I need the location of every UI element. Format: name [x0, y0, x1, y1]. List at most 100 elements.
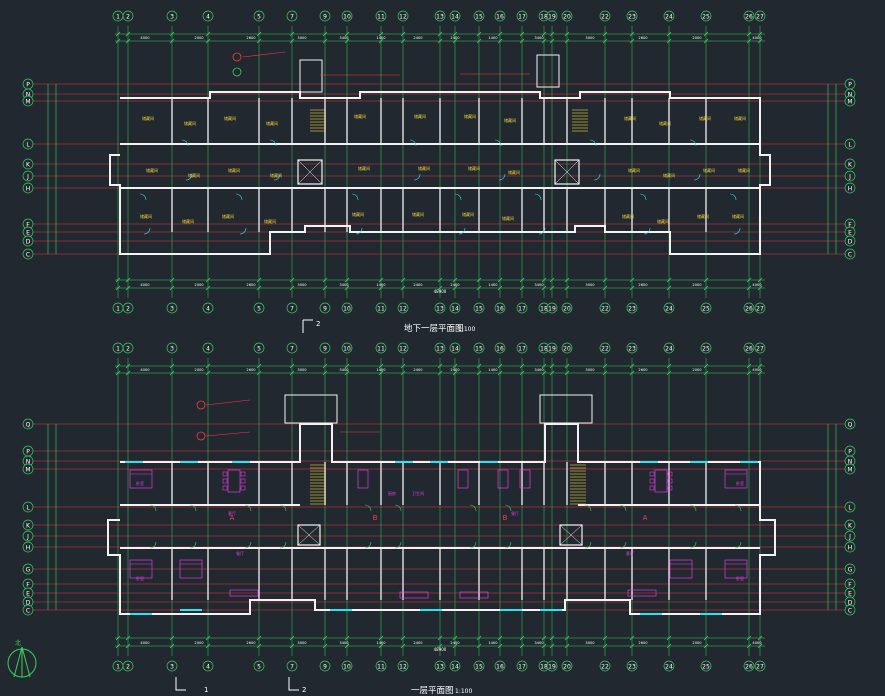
axis-bubble-label: 3: [170, 663, 174, 670]
overall-dimension-text: 48900: [434, 647, 447, 652]
dimension-text: 4000: [752, 368, 762, 372]
axis-bubble-label: 3: [170, 345, 174, 352]
axis-bubble-label: 13: [436, 663, 444, 670]
axis-bubble-label: 22: [601, 13, 609, 20]
door-swing: [149, 541, 157, 549]
dimension-tick: [322, 363, 328, 369]
axis-bubble-label: 24: [665, 13, 673, 20]
axis-bubble-label: 16: [496, 305, 504, 312]
dimension-tick: [476, 285, 482, 291]
axis-bubble-row-label: J: [848, 173, 851, 180]
dimension-text: 3000: [585, 283, 595, 287]
dimension-tick: [757, 38, 763, 44]
dimension-tick: [452, 363, 458, 369]
axis-bubble-label: 14: [451, 305, 459, 312]
axis-bubble: [561, 10, 573, 22]
dimension-tick: [541, 363, 547, 369]
dimension-tick: [344, 643, 350, 649]
plan-title-ground: 一层平面图: [411, 686, 454, 696]
door-swing: [504, 541, 512, 549]
room-label-basement: 储藏间: [354, 113, 366, 119]
axis-bubble-label: 10: [343, 305, 351, 312]
axis-bubble-row-label: M: [25, 466, 30, 473]
axis-bubble: [253, 302, 265, 314]
axis-bubble: [516, 302, 528, 314]
dimension-tick: [322, 370, 328, 376]
dimension-tick: [549, 363, 555, 369]
dimension-tick: [344, 277, 350, 283]
door-swing: [643, 227, 651, 235]
dimension-tick: [437, 363, 443, 369]
axis-bubble: [253, 660, 265, 672]
axis-bubble-row-label: H: [848, 185, 853, 192]
door-swing: [189, 504, 197, 512]
axis-bubble-layer: 1122334455779910101111121213131414151516…: [22, 10, 856, 672]
axis-bubble: [341, 302, 353, 314]
dining-table: [654, 469, 668, 493]
dimension-text: 3400: [339, 368, 349, 372]
dimension-text: 2000: [692, 36, 702, 40]
dimension-tick: [344, 38, 350, 44]
annotation-marker: [232, 52, 242, 62]
axis-bubble-label: 1: [116, 305, 120, 312]
axis-bubble: [561, 342, 573, 354]
dimension-tick: [519, 38, 525, 44]
chair: [240, 485, 246, 491]
dimension-tick: [437, 38, 443, 44]
axis-bubble: [166, 342, 178, 354]
door-swing: [394, 541, 402, 549]
door-swing: [351, 193, 359, 201]
door-swing: [273, 173, 281, 181]
dimension-text: 2000: [692, 641, 702, 645]
door-swing: [279, 541, 287, 549]
chair: [667, 485, 673, 491]
axis-bubble-row-label: C: [26, 607, 30, 614]
dimension-tick: [205, 363, 211, 369]
dimension-tick: [497, 643, 503, 649]
section-mark-label-basement: 2: [316, 320, 320, 328]
dimension-tick: [703, 363, 709, 369]
room-label-basement: 储藏间: [358, 165, 370, 171]
door-swing: [454, 193, 462, 201]
dimension-tick: [564, 370, 570, 376]
axis-bubble: [166, 10, 178, 22]
axis-bubble-row-label: L: [26, 504, 30, 511]
axis-bubble: [700, 660, 712, 672]
dimension-tick: [602, 285, 608, 291]
axis-bubble-label: 26: [745, 305, 753, 312]
axis-bubble: [599, 302, 611, 314]
chair: [240, 478, 246, 484]
axis-bubble-row-label: K: [26, 522, 31, 529]
axis-bubble: [663, 10, 675, 22]
axis-bubble: [122, 342, 134, 354]
door-swing: [185, 173, 193, 181]
axis-bubble: [375, 302, 387, 314]
axis-bubble: [397, 302, 409, 314]
dimension-tick: [564, 31, 570, 37]
dimension-text: 3400: [339, 641, 349, 645]
axis-bubble: [319, 660, 331, 672]
dimension-tick: [541, 285, 547, 291]
dimension-tick: [125, 370, 131, 376]
door-swing: [394, 504, 402, 512]
axis-bubble-row: [844, 182, 856, 194]
room-label-basement: 储藏间: [146, 167, 158, 173]
axis-bubble: [434, 10, 446, 22]
dimension-tick: [746, 363, 752, 369]
dimension-tick: [519, 635, 525, 641]
dimension-tick: [476, 31, 482, 37]
dimension-tick: [205, 277, 211, 283]
axis-bubble: [286, 302, 298, 314]
axis-bubble-label: 16: [496, 13, 504, 20]
dimension-tick: [125, 363, 131, 369]
dimension-tick: [437, 635, 443, 641]
axis-bubble-row-label: D: [848, 238, 853, 245]
axis-bubble-label: 17: [518, 345, 526, 352]
room-label-basement: 储藏间: [142, 115, 154, 121]
section-mark-label-ground-left: 1: [204, 686, 208, 694]
axis-bubble-label: 7: [290, 345, 294, 352]
dimension-tick: [549, 643, 555, 649]
axis-bubble: [449, 342, 461, 354]
axis-bubble: [375, 660, 387, 672]
